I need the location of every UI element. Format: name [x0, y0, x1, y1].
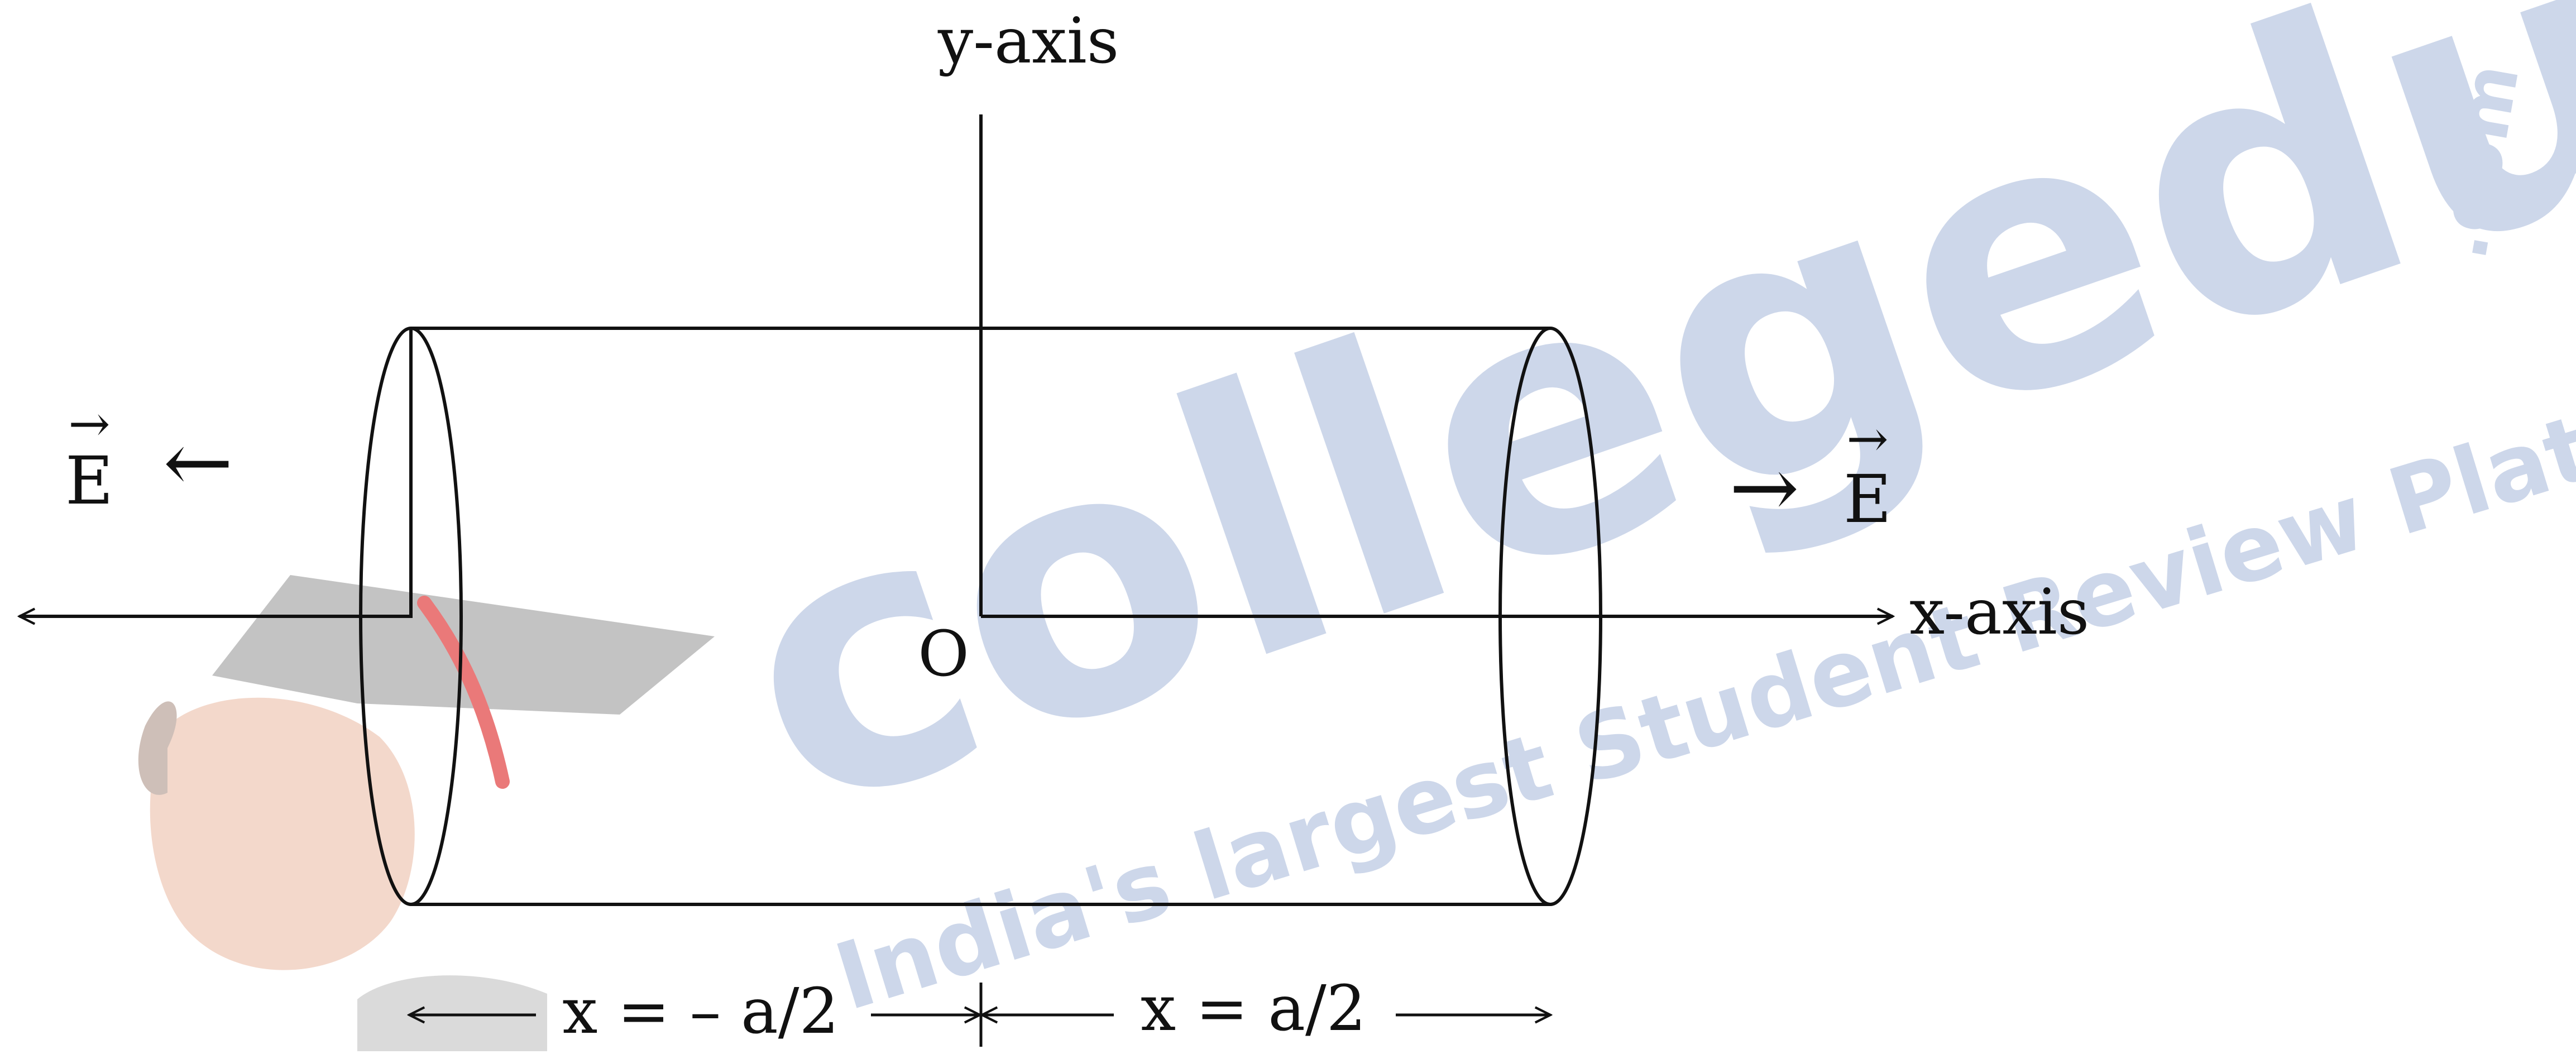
field-left-symbol: E	[65, 442, 113, 519]
dimension-left-label: x = – a/2	[562, 975, 839, 1048]
origin-label: O	[918, 618, 969, 691]
x-axis-label: x-axis	[1909, 576, 2089, 649]
negative-x-line	[20, 328, 413, 616]
field-left-vector-mark: →	[68, 395, 110, 453]
field-right-vector-mark: →	[1846, 410, 1888, 468]
hair-shape	[138, 701, 177, 795]
dimensions	[409, 983, 1550, 1047]
dimension-right-label: x = a/2	[1141, 972, 1366, 1045]
field-left-direction-arrow: ←	[163, 414, 233, 511]
face-shape	[150, 697, 415, 970]
field-left: → E ←	[65, 395, 233, 519]
field-right-symbol: E	[1844, 461, 1892, 538]
y-axis-label: y-axis	[937, 5, 1119, 78]
mascot-logo	[138, 575, 715, 1051]
glasses-shape	[357, 975, 547, 1051]
watermark: collegedunia .com India's largest Studen…	[138, 0, 2576, 1051]
axes	[20, 114, 1893, 616]
field-right-direction-arrow: →	[1729, 439, 1799, 536]
cap-shape	[212, 575, 715, 715]
tassel	[417, 596, 510, 789]
field-right: → → E	[1729, 410, 1892, 538]
